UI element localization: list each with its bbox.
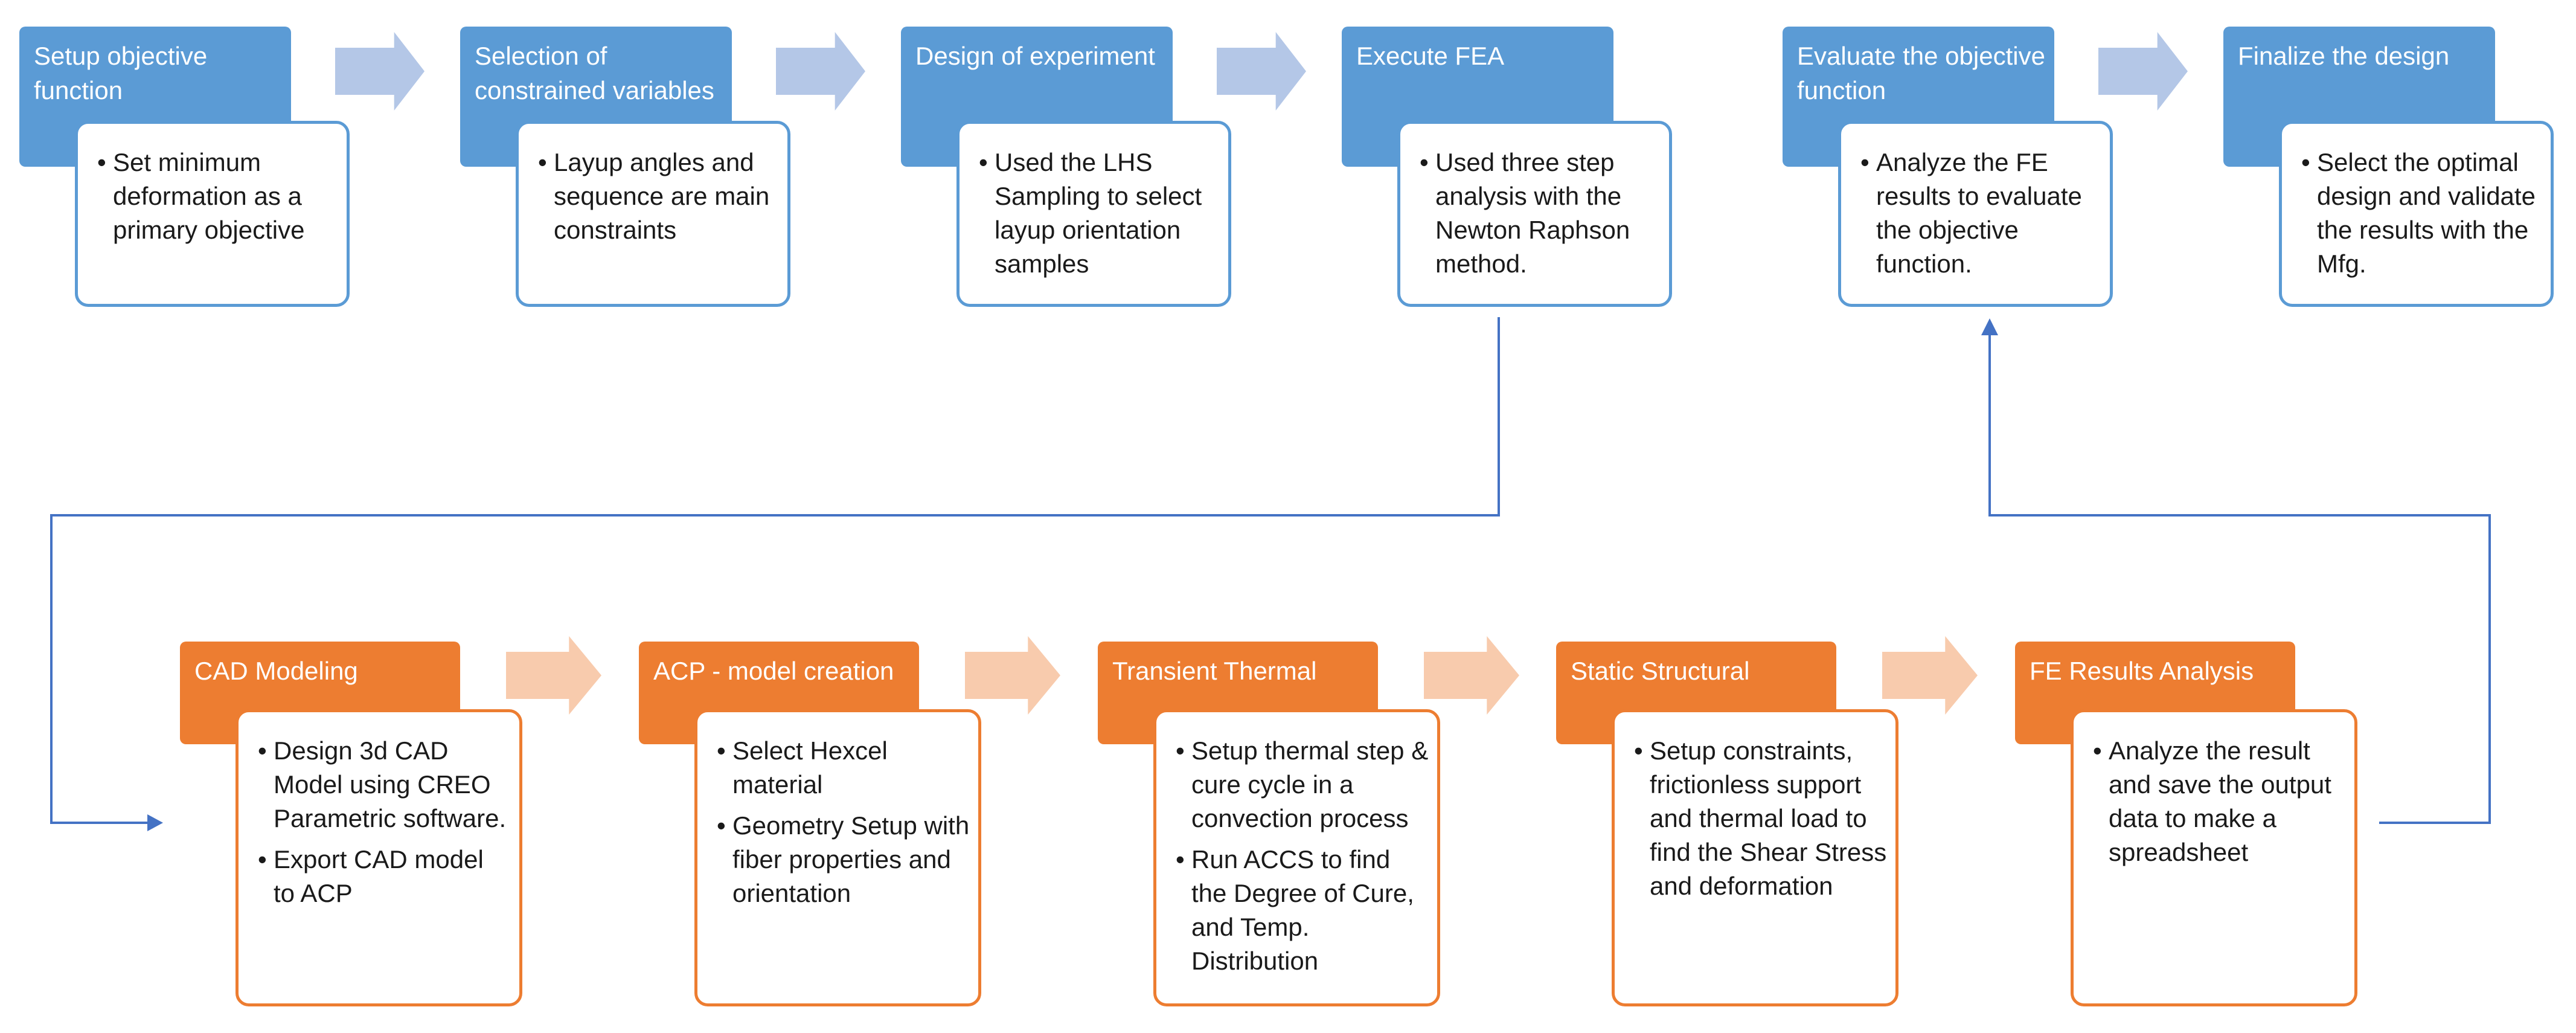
flow-arrow-icon	[506, 636, 601, 715]
bullet-item: Select the optimal design and validate t…	[2301, 146, 2542, 281]
flow-arrow-icon	[965, 636, 1060, 715]
bullet-list: Layup angles and sequence are main const…	[538, 146, 779, 247]
bullet-list: Used three step analysis with the Newton…	[1420, 146, 1661, 281]
connector-arrowhead-cad	[147, 814, 163, 831]
flow-arrow-icon	[2098, 32, 2188, 111]
bottom-step-card: Setup constraints, frictionless support …	[1612, 709, 1898, 1006]
flow-arrow-icon	[1217, 32, 1306, 111]
bullet-item: Setup constraints, frictionless support …	[1634, 734, 1887, 903]
bullet-item: Used the LHS Sampling to select layup or…	[979, 146, 1220, 281]
bottom-step-card: Setup thermal step & cure cycle in a con…	[1153, 709, 1440, 1006]
bullet-list: Design 3d CAD Model using CREO Parametri…	[258, 734, 511, 910]
bullet-item: Set minimum deformation as a primary obj…	[97, 146, 338, 247]
top-row-arrows	[335, 32, 2188, 111]
bullet-list: Used the LHS Sampling to select layup or…	[979, 146, 1220, 281]
bullet-item: Run ACCS to find the Degree of Cure, and…	[1176, 843, 1429, 978]
bullet-list: Select Hexcel materialGeometry Setup wit…	[717, 734, 970, 910]
bullet-item: Select Hexcel material	[717, 734, 970, 802]
bullet-list: Analyze the FE results to evaluate the o…	[1860, 146, 2101, 281]
bullet-list: Select the optimal design and validate t…	[2301, 146, 2542, 281]
bullet-list: Analyze the result and save the output d…	[2093, 734, 2346, 869]
flow-arrow-icon	[1424, 636, 1519, 715]
bullet-item: Analyze the result and save the output d…	[2093, 734, 2346, 869]
bottom-step-card: Select Hexcel materialGeometry Setup wit…	[694, 709, 981, 1006]
top-step-card: Select the optimal design and validate t…	[2279, 121, 2554, 307]
bullet-list: Set minimum deformation as a primary obj…	[97, 146, 338, 247]
flow-arrow-icon	[1882, 636, 1978, 715]
bottom-step-card: Design 3d CAD Model using CREO Parametri…	[235, 709, 522, 1006]
top-step-card: Used three step analysis with the Newton…	[1397, 121, 1672, 307]
connector-arrowhead-evaluate	[1981, 318, 1998, 335]
top-step-card: Used the LHS Sampling to select layup or…	[956, 121, 1231, 307]
bullet-item: Analyze the FE results to evaluate the o…	[1860, 146, 2101, 281]
bullet-item: Design 3d CAD Model using CREO Parametri…	[258, 734, 511, 835]
flow-arrow-icon	[335, 32, 425, 111]
bullet-list: Setup thermal step & cure cycle in a con…	[1176, 734, 1429, 978]
bullet-list: Setup constraints, frictionless support …	[1634, 734, 1887, 903]
top-step-card: Layup angles and sequence are main const…	[516, 121, 790, 307]
bottom-row-arrows	[506, 636, 1978, 715]
bullet-item: Setup thermal step & cure cycle in a con…	[1176, 734, 1429, 835]
bullet-item: Geometry Setup with fiber properties and…	[717, 809, 970, 910]
bottom-step-card: Analyze the result and save the output d…	[2071, 709, 2357, 1006]
flow-arrow-icon	[776, 32, 865, 111]
top-step-card: Analyze the FE results to evaluate the o…	[1838, 121, 2113, 307]
connector-execute-to-cad	[50, 317, 1500, 824]
bullet-item: Used three step analysis with the Newton…	[1420, 146, 1661, 281]
connector-results-to-evaluate	[1988, 329, 2491, 824]
bullet-item: Layup angles and sequence are main const…	[538, 146, 779, 247]
top-step-card: Set minimum deformation as a primary obj…	[75, 121, 350, 307]
bullet-item: Export CAD model to ACP	[258, 843, 511, 910]
